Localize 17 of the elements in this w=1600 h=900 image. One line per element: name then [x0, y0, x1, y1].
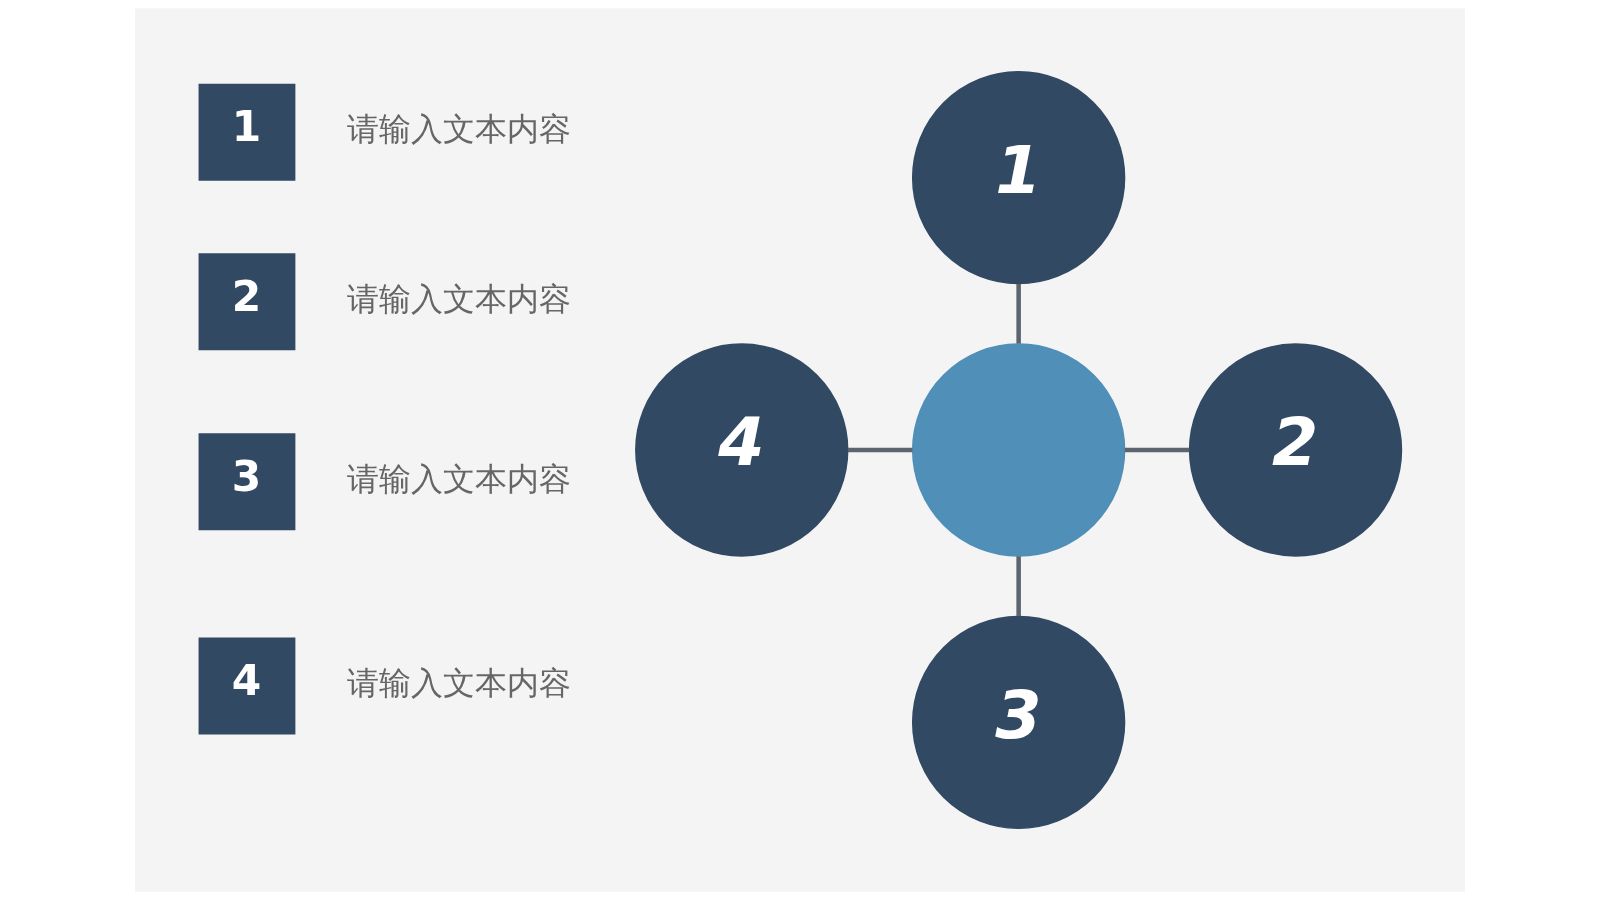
node-circle: 2 — [1188, 343, 1403, 557]
connector — [1016, 283, 1021, 344]
node-label: 请输入文本内容 — [346, 111, 571, 148]
node-label: 请输入文本内容 — [346, 665, 571, 702]
node-label: 请输入文本内容 — [346, 280, 571, 317]
node-circle — [911, 343, 1126, 557]
node-circle: 1 — [911, 70, 1126, 285]
connector — [1016, 556, 1021, 616]
node-circle: 3 — [911, 615, 1126, 830]
node-box: 1 — [198, 83, 296, 181]
node-circle: 4 — [635, 343, 849, 557]
node-box: 4 — [198, 637, 296, 735]
connector — [847, 447, 913, 453]
node-box: 2 — [198, 253, 296, 351]
connector — [1124, 447, 1190, 453]
node-label: 请输入文本内容 — [346, 460, 571, 497]
node-box: 3 — [198, 433, 296, 531]
